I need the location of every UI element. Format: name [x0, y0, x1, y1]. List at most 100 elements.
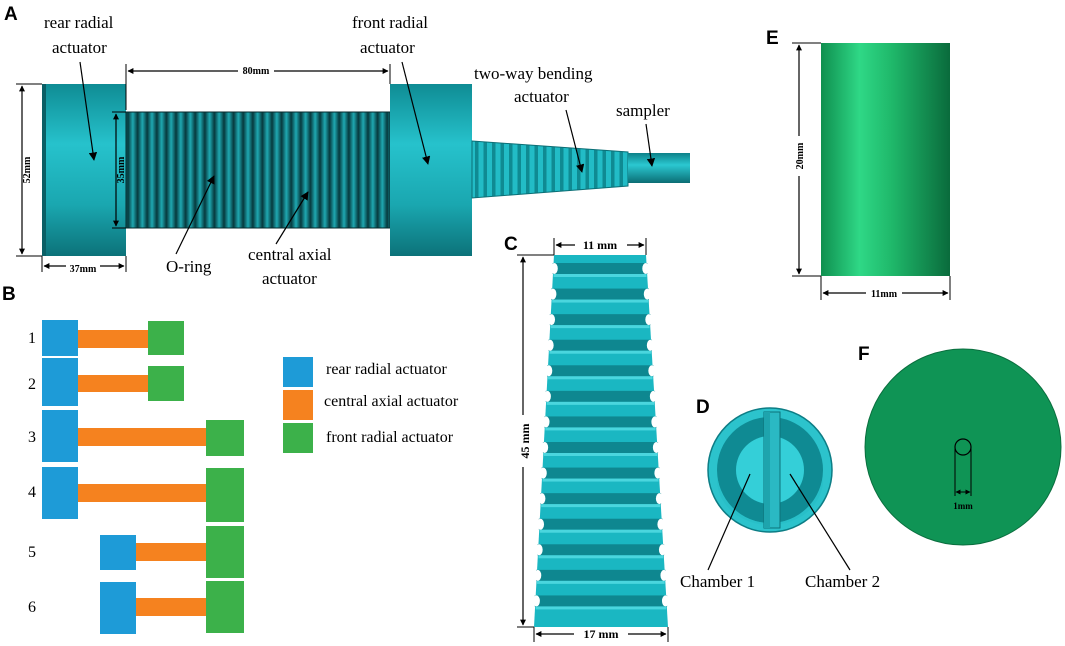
tapered-bellows-ribs: [532, 263, 669, 610]
tapered-bellows-rib: [544, 416, 657, 428]
tapered-bellows-rib-highlight: [538, 555, 664, 559]
tapered-bellows-rib-highlight: [549, 350, 652, 354]
row-label-4: 4: [28, 484, 36, 501]
tapered-bellows-notch: [539, 467, 547, 479]
tapered-bellows-notch: [542, 416, 550, 428]
tapered-bellows-notch: [654, 467, 662, 479]
arrow-sampler: [645, 123, 656, 167]
tapered-bellows-rib: [552, 263, 648, 274]
label-central-line2: actuator: [262, 269, 317, 288]
tapered-bellows-notch: [651, 416, 659, 428]
tapered-bellows-rib-highlight: [535, 606, 667, 610]
panel-e: E 20mm 11mm: [766, 28, 951, 300]
tapered-bellows-notch: [548, 314, 556, 326]
label-sampler: sampler: [616, 101, 670, 120]
tapered-bellows-rib-highlight: [548, 376, 653, 380]
row-label-5: 5: [28, 544, 36, 561]
panel-d-letter: D: [696, 397, 710, 418]
f-disc: [864, 348, 1062, 546]
rear-radial-actuator-edge: [42, 84, 46, 256]
tapered-bellows-notch: [550, 263, 558, 274]
dim-52mm-label: 52mm: [22, 156, 33, 183]
legend-label-central: central axial actuator: [324, 393, 459, 410]
tapered-bellows-notch: [661, 595, 669, 607]
tapered-bellows-rib-highlight: [546, 401, 655, 405]
dim-c-bottom-bg: [574, 627, 628, 641]
arrow-central: [275, 191, 309, 245]
label-rear-radial-line2: actuator: [52, 38, 107, 57]
b2-rear: [42, 358, 78, 406]
label-front-radial-line2: actuator: [360, 38, 415, 57]
b4-front: [206, 468, 244, 522]
tapered-bellows-rib-highlight: [552, 299, 648, 303]
legend-swatch-central: [283, 390, 313, 420]
dim-e-width-label: 11mm: [871, 289, 898, 300]
dim-35mm-label: 35mm: [116, 156, 127, 183]
dim-e-height-label: 20mm: [795, 142, 806, 169]
tapered-bellows-notch: [655, 493, 663, 505]
b2-front: [148, 366, 184, 401]
b5-rear: [100, 535, 136, 570]
b1-central: [78, 330, 148, 348]
tapered-bellows-rib: [541, 467, 660, 479]
tapered-bellows-rib-highlight: [541, 504, 661, 508]
tapered-bellows-notch: [645, 314, 653, 326]
tapered-bellows-notch: [652, 442, 660, 453]
panel-f-letter: F: [858, 344, 870, 365]
legend-swatch-rear: [283, 357, 313, 387]
tapered-bellows-notch: [660, 569, 668, 581]
label-bending-line1: two-way bending: [474, 64, 593, 83]
tapered-bellows-rib-highlight: [537, 580, 665, 584]
label-bending-line2: actuator: [514, 87, 569, 106]
central-axial-bellows: [126, 112, 390, 228]
line-chamber-1: [707, 473, 751, 571]
panel-b-letter: B: [2, 284, 16, 305]
sampler-body: [628, 153, 690, 183]
panel-a-letter: A: [4, 4, 18, 25]
tapered-bellows-notch: [646, 339, 654, 351]
tapered-bellows-rib: [549, 314, 651, 326]
panel-f: F 1mm: [858, 344, 1062, 546]
tapered-bellows-notch: [657, 518, 665, 530]
b4-central: [78, 484, 206, 502]
arrow-rear-radial: [79, 61, 98, 161]
tapered-bellows-rib: [545, 390, 656, 402]
tapered-bellows-notch: [549, 288, 557, 300]
rear-radial-actuator-body: [42, 84, 126, 256]
label-rear-radial-line1: rear radial: [44, 13, 114, 32]
legend-label-front: front radial actuator: [326, 429, 454, 446]
tapered-bellows-notch: [537, 518, 545, 530]
tapered-bellows-notch: [546, 339, 554, 351]
tapered-bellows-rib: [548, 339, 653, 351]
tapered-bellows-rib: [534, 595, 668, 607]
tapered-bellows-rib: [551, 288, 649, 300]
b5-front: [206, 526, 244, 578]
f-hole-dim-label: 1mm: [953, 501, 973, 511]
tapered-bellows-rib: [547, 365, 654, 377]
tapered-bellows-notch: [534, 569, 542, 581]
b6-central: [136, 598, 206, 616]
tapered-bellows-rib: [537, 544, 665, 556]
b3-central: [78, 428, 206, 446]
tapered-bellows-rib-highlight: [553, 274, 647, 277]
tapered-bellows-rib-highlight: [550, 325, 650, 329]
tapered-bellows-notch: [643, 288, 651, 300]
legend-swatch-front: [283, 423, 313, 453]
panel-c-letter: C: [504, 234, 518, 255]
dim-37mm-label: 37mm: [70, 264, 97, 275]
tapered-bellows-notch: [538, 493, 546, 505]
panel-c: C 11 mm 45 mm 17 mm: [504, 234, 669, 642]
panel-d: D Chamber 1 Chamber 2: [680, 397, 880, 591]
arrow-front-radial: [401, 61, 431, 165]
row-label-6: 6: [28, 599, 36, 616]
arrow-oring: [175, 175, 215, 255]
panel-a: A 80mm 52mm 35mm 37mm rear ra: [4, 4, 690, 288]
e-cylinder-body: [821, 43, 950, 276]
b3-front: [206, 420, 244, 456]
b5-central: [136, 543, 206, 561]
d-divider-wall-shade: [764, 412, 770, 528]
dim-c-height-label: 45 mm: [518, 424, 532, 459]
label-front-radial-line1: front radial: [352, 13, 428, 32]
line-chamber-2: [789, 473, 851, 571]
